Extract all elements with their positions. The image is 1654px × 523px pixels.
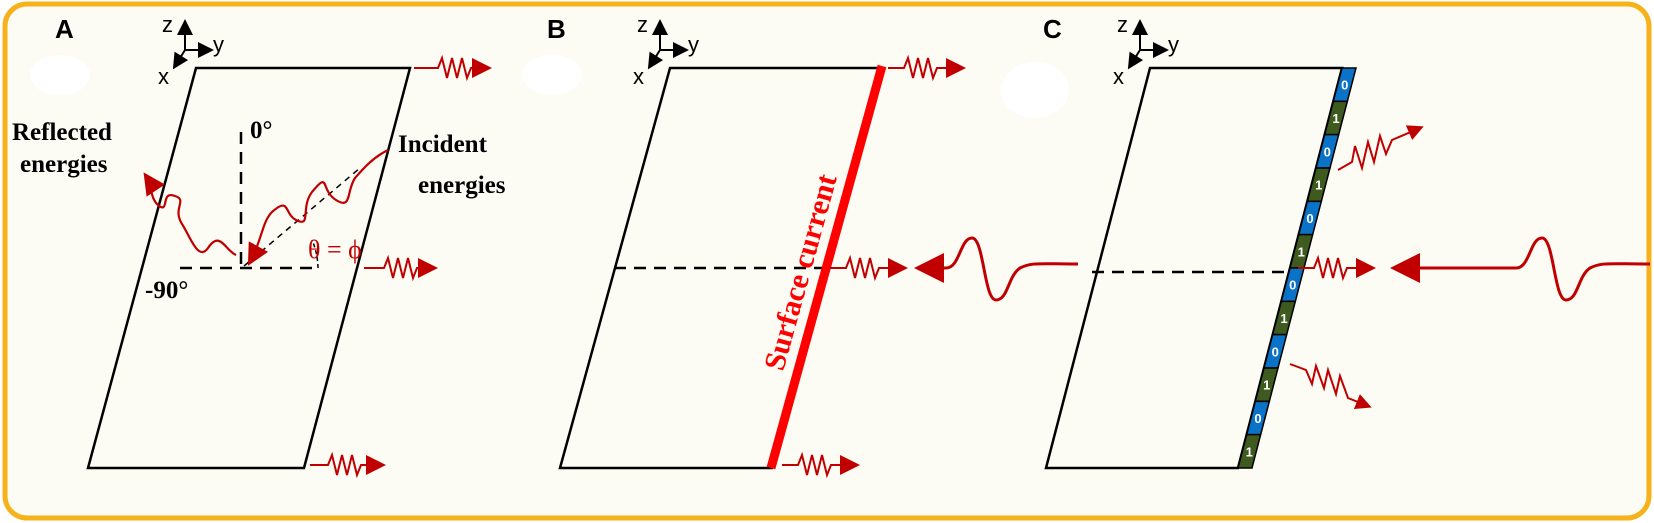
label-placeholder-blob (1001, 62, 1069, 118)
axis-x-label: x (158, 64, 169, 89)
reflected-label-1: Reflected (12, 119, 112, 146)
incident-wave (914, 236, 1079, 302)
slab-outline (86, 66, 412, 470)
axis-z-label: z (1117, 12, 1128, 37)
bit-label: 0 (1289, 278, 1296, 293)
bit-label: 1 (1263, 378, 1270, 393)
surface-current-line (766, 64, 887, 470)
axis-z-label: z (162, 12, 173, 37)
panel-a-letter: A (55, 14, 74, 44)
axis-y-label: y (213, 32, 224, 57)
small-wave-arrow (310, 451, 386, 479)
bit-label: 0 (1272, 344, 1279, 359)
axis-z-label: z (637, 12, 648, 37)
reflected-wave (143, 172, 237, 257)
small-wave-arrow (888, 54, 966, 82)
small-wave-arrow (1298, 254, 1376, 282)
axis-x-label: x (633, 64, 644, 89)
coding-metasurface-strip: 0 1 0 1 0 1 0 1 0 1 0 1 (1237, 67, 1357, 469)
bit-label: 0 (1341, 78, 1348, 93)
scattered-wave-arrow (1289, 362, 1372, 409)
bit-label: 1 (1332, 111, 1339, 126)
label-placeholder-blob (30, 55, 90, 95)
axes-icon: z y x (158, 12, 224, 89)
small-wave-arrow (830, 254, 908, 282)
axis-x-label: x (1113, 64, 1124, 89)
angle-arc (311, 239, 319, 269)
axes-icon: z y x (1113, 12, 1179, 89)
panel-b-letter: B (547, 14, 566, 44)
panel-c: C z y x 0 1 0 1 0 1 0 1 0 1 0 1 (1001, 12, 1651, 470)
incident-label-2: energies (418, 172, 506, 199)
incident-wave (247, 149, 389, 266)
small-wave-arrow (414, 54, 492, 82)
bit-cell (1237, 433, 1262, 469)
small-wave-arrow (782, 451, 860, 479)
bit-label: 0 (1306, 211, 1313, 226)
small-wave-arrow (364, 254, 438, 282)
axis-y-label: y (688, 32, 699, 57)
bit-label: 1 (1280, 311, 1287, 326)
axis-y-label: y (1168, 32, 1179, 57)
bit-label: 0 (1324, 144, 1331, 159)
angle-zero-label: 0° (250, 117, 273, 144)
bit-label: 1 (1298, 244, 1305, 259)
reflected-label-2: energies (20, 151, 108, 178)
scattered-wave-arrow (1337, 125, 1424, 172)
bit-label: 0 (1254, 411, 1261, 426)
bit-label: 1 (1315, 178, 1322, 193)
axes-icon: z y x (633, 12, 699, 89)
incident-wave (1390, 236, 1651, 302)
label-placeholder-blob (522, 55, 582, 95)
panel-c-letter: C (1043, 14, 1062, 44)
angle-minus90-label: -90° (145, 277, 188, 304)
bit-label: 1 (1246, 444, 1253, 459)
incident-label-1: Incident (398, 131, 488, 158)
angle-equation-label: θ = ϕ (308, 235, 362, 264)
panel-a: A z y x 0° -90° θ = ϕ Reflected energies… (12, 12, 506, 479)
